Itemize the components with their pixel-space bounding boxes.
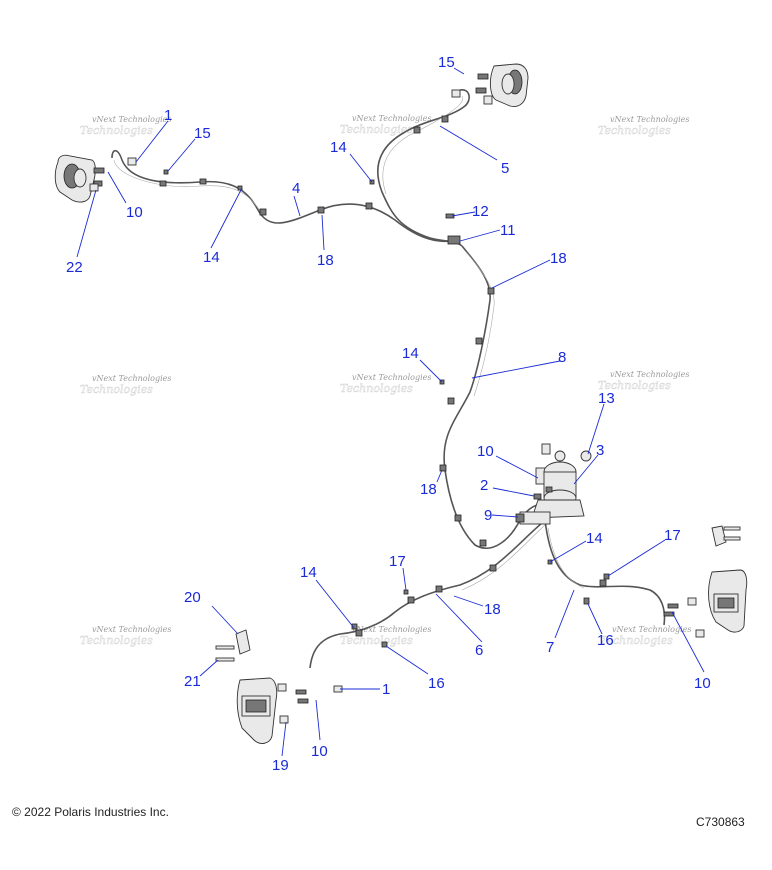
callout-17: 14 [300,564,317,581]
svg-text:Technologies: Technologies [80,383,153,396]
callout-10: 10 [477,443,494,460]
callout-22: 22 [66,259,83,276]
callout-10: 10 [694,675,711,692]
callout-18: 18 [550,250,567,267]
svg-text:Technologies: Technologies [600,634,673,647]
copyright-notice: © 2022 Polaris Industries Inc. [12,805,169,819]
svg-text:vNext Technologies: vNext Technologies [352,373,431,382]
callout-19: 19 [272,757,289,774]
svg-text:vNext Technologies: vNext Technologies [352,625,431,634]
svg-text:Technologies: Technologies [80,634,153,647]
front-left-caliper [54,154,137,203]
front-left-brake-line [111,149,459,243]
rear-right-caliper [663,525,748,638]
watermark: Technologies vNext Technologies [340,625,432,647]
callout-14: 14 [402,345,419,362]
callout-21: 21 [184,673,201,690]
front-right-brake-line [377,89,470,247]
svg-text:vNext Technologies: vNext Technologies [610,115,689,124]
callout-17: 17 [664,527,681,544]
watermark: Technologies vNext Technologies [598,370,690,392]
master-cylinder-assembly [515,443,592,525]
callout-14: 14 [330,139,347,156]
svg-text:vNext Technologies: vNext Technologies [92,374,171,383]
callout-9: 9 [484,507,492,524]
callout-14: 14 [203,249,220,266]
callout-14: 14 [586,530,603,547]
callout-2: 2 [480,477,488,494]
callout-18: 18 [317,252,334,269]
svg-text:Technologies: Technologies [598,379,671,392]
svg-text:vNext Technologies: vNext Technologies [352,114,431,123]
callout-13: 13 [598,390,615,407]
watermark: Technologies vNext Technologies [340,114,432,136]
svg-text:Technologies: Technologies [340,382,413,395]
figure-number: C730863 [696,815,745,829]
watermark: Technologies vNext Technologies [80,625,172,647]
svg-text:vNext Technologies: vNext Technologies [610,370,689,379]
callout-1: 1 [164,107,172,124]
watermark: Technologies vNext Technologies [80,115,172,137]
svg-text:vNext Technologies: vNext Technologies [612,625,691,634]
callout-18: 18 [484,601,501,618]
rear-left-caliper [215,629,343,744]
svg-text:Technologies: Technologies [598,124,671,137]
callout-18: 18 [420,481,437,498]
rear-left-brake-line [309,517,549,669]
callout-7: 7 [546,639,554,656]
front-right-caliper [451,63,529,107]
callout-15: 15 [194,125,211,142]
callout-16: 16 [597,632,614,649]
watermark: Technologies vNext Technologies [340,373,432,395]
callout-16: 16 [428,675,445,692]
svg-text:vNext Technologies: vNext Technologies [92,115,171,124]
watermark: Technologies vNext Technologies [600,625,692,647]
main-brake-line [443,245,549,549]
svg-text:Technologies: Technologies [340,123,413,136]
watermarks: Technologies vNext Technologies Technolo… [80,114,692,647]
callout-10: 10 [311,743,328,760]
callout-15: 15 [438,54,455,71]
callout-12: 12 [472,203,489,220]
callout-11: 11 [500,222,516,239]
callouts: 1 15 10 22 14 4 18 14 15 5 12 11 18 14 8… [66,54,711,774]
rear-right-brake-line [544,519,666,626]
callout-3: 3 [596,442,604,459]
watermark: Technologies vNext Technologies [598,115,690,137]
watermark: Technologies vNext Technologies [80,374,172,396]
callout-6: 6 [475,642,483,659]
callout-10: 10 [126,204,143,221]
callout-5: 5 [501,160,509,177]
loose-hardware [163,169,610,648]
svg-text:Technologies: Technologies [340,634,413,647]
callout-8: 8 [558,349,566,366]
leader-lines [76,67,705,757]
callout-14: 17 [389,553,406,570]
callout-20: 20 [184,589,201,606]
callout-4: 4 [292,180,300,197]
svg-text:vNext Technologies: vNext Technologies [92,625,171,634]
svg-text:Technologies: Technologies [80,124,153,137]
callout-1: 1 [382,681,390,698]
